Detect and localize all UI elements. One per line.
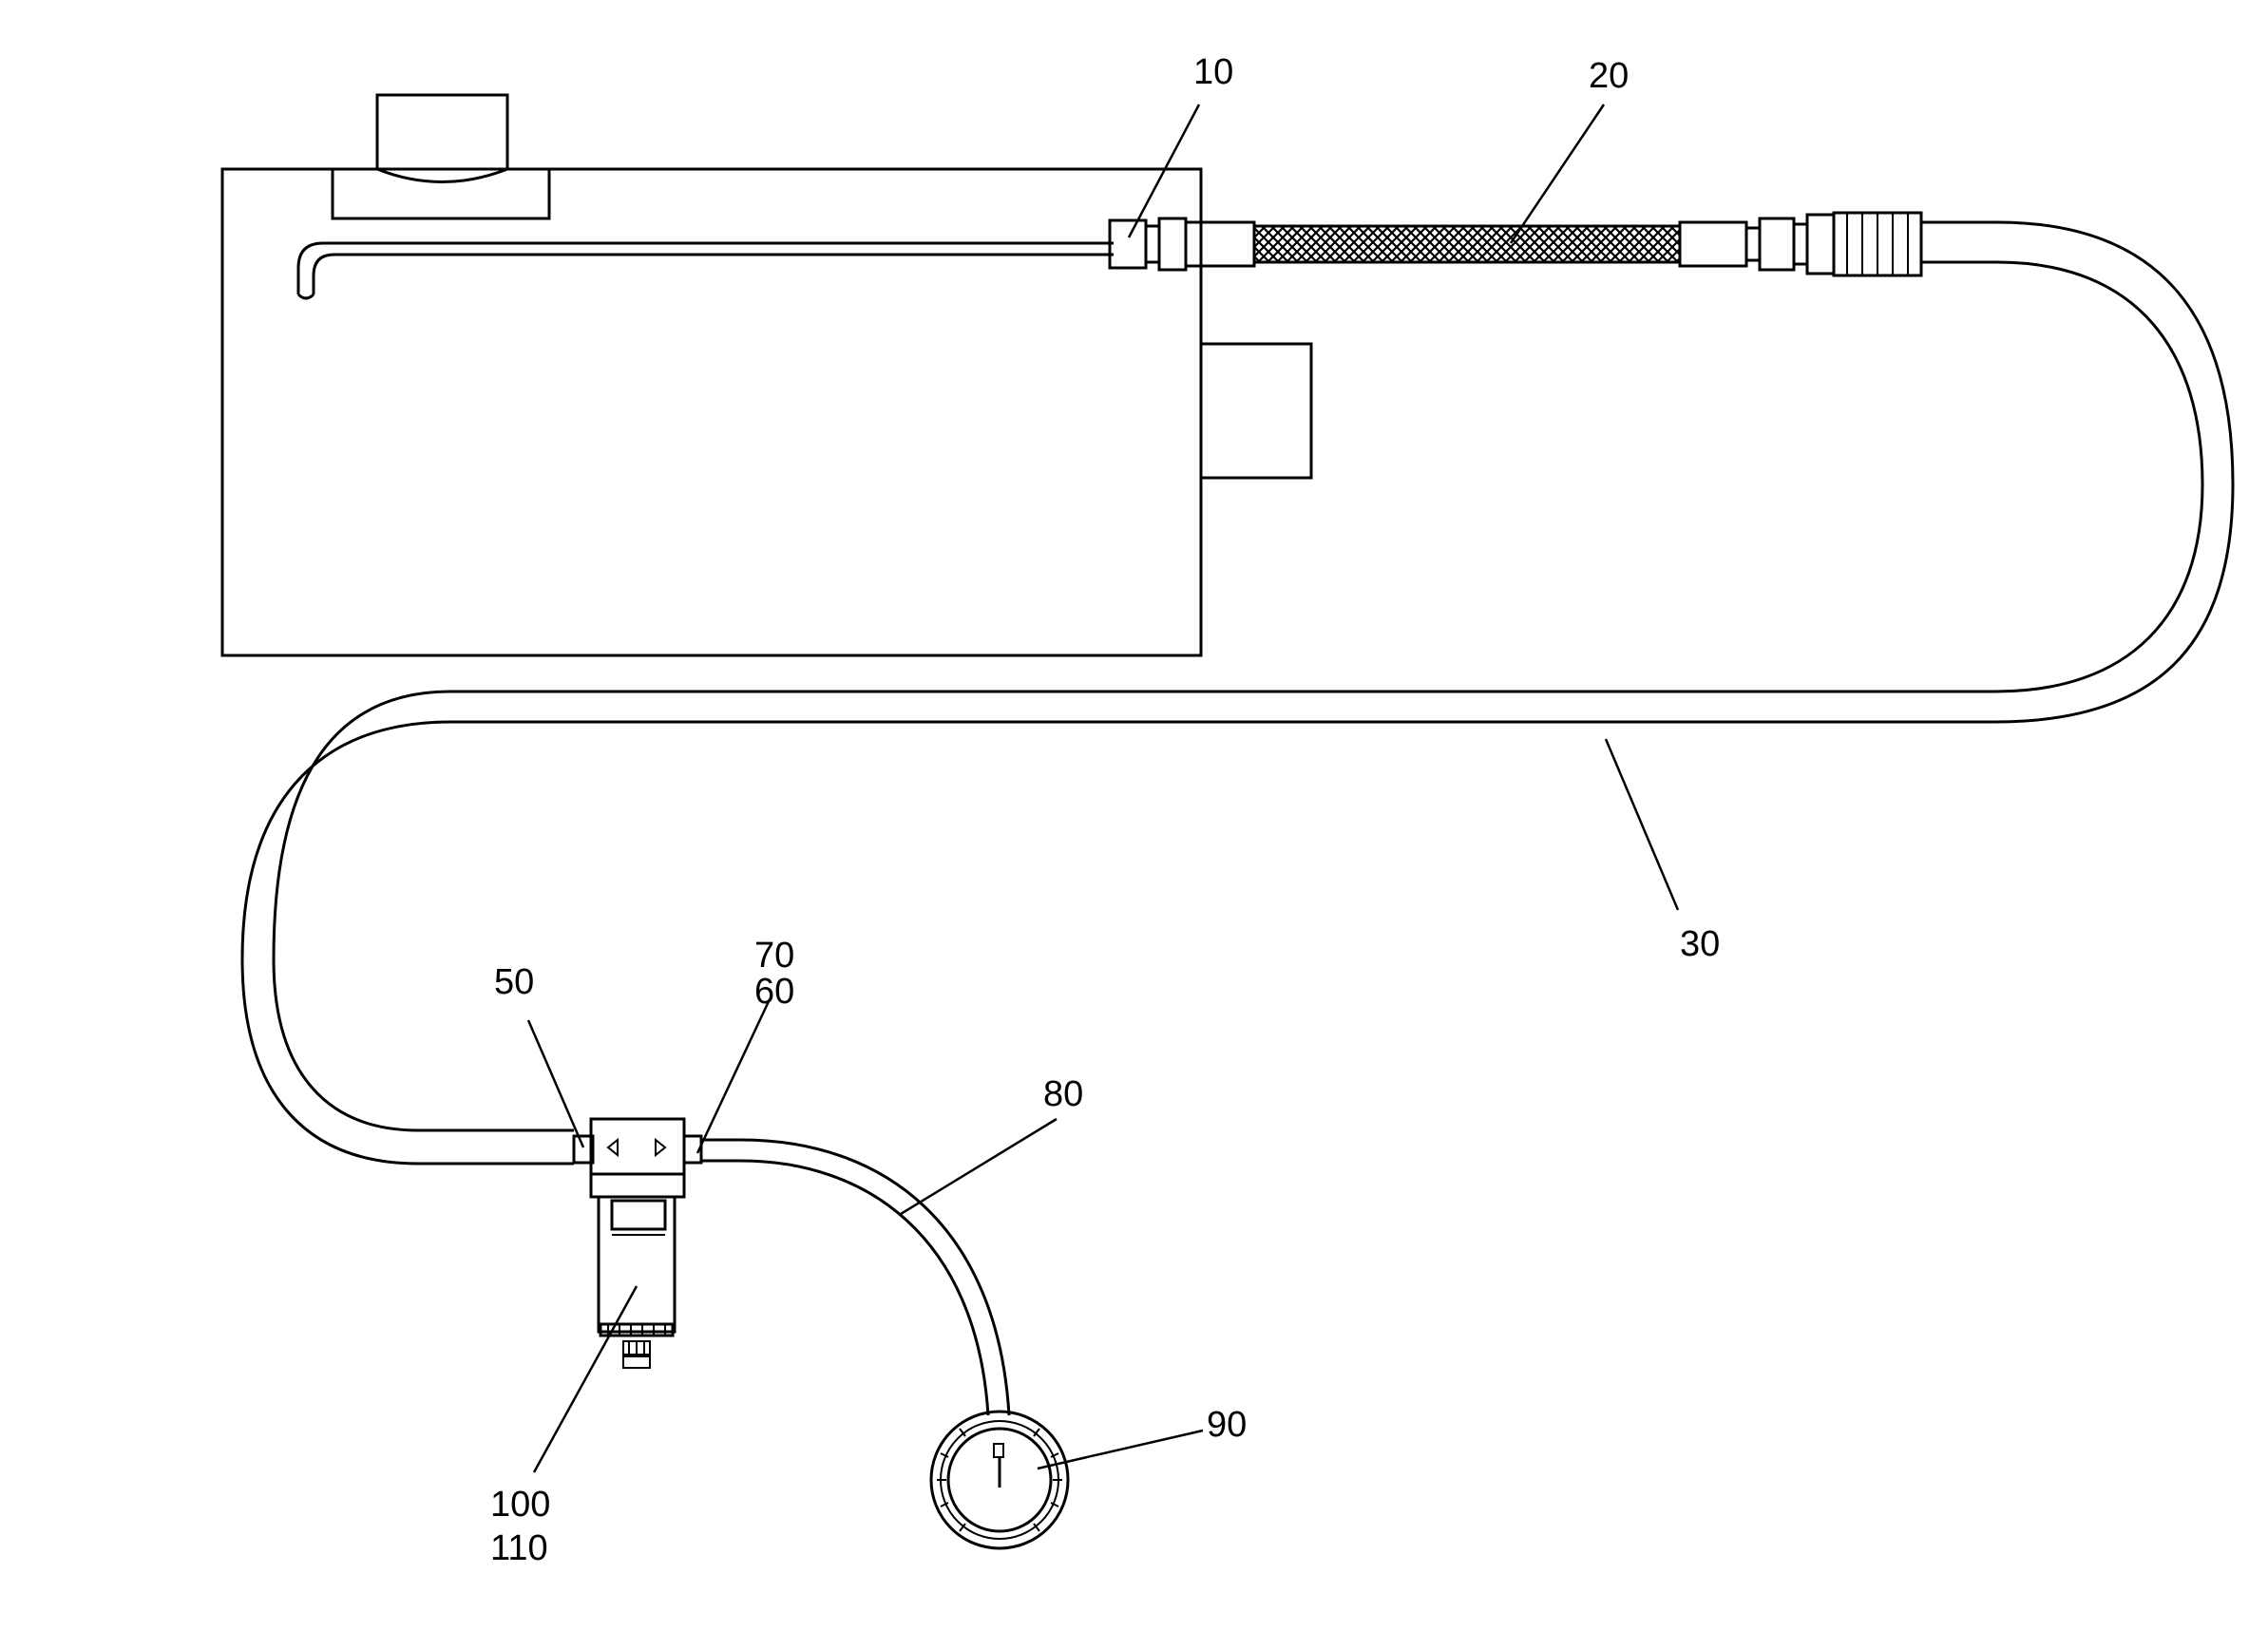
gauge-tube-80 [701, 1138, 1011, 1416]
label-100: 100 [490, 1485, 550, 1525]
label-50: 50 [494, 962, 534, 1002]
label-10: 10 [1193, 52, 1233, 92]
hose-end-coupling [1678, 211, 1923, 277]
valve-assembly [572, 1117, 703, 1369]
label-60: 60 [754, 972, 794, 1012]
leader-lines [526, 104, 1680, 1473]
label-80: 80 [1043, 1074, 1083, 1114]
dip-tube [296, 241, 1114, 300]
braided-hose-20 [1252, 224, 1682, 264]
fitting-10 [1108, 217, 1256, 272]
label-20: 20 [1589, 56, 1629, 96]
label-70: 70 [754, 936, 794, 976]
label-30: 30 [1680, 924, 1720, 964]
reference-labels: 10 20 30 50 70 60 80 90 100 110 [490, 52, 1720, 1568]
label-110: 110 [490, 1528, 548, 1568]
label-90: 90 [1207, 1405, 1247, 1445]
gauge-90 [929, 1410, 1070, 1550]
tank-housing [220, 93, 1313, 657]
hose-30 [240, 220, 2235, 1166]
